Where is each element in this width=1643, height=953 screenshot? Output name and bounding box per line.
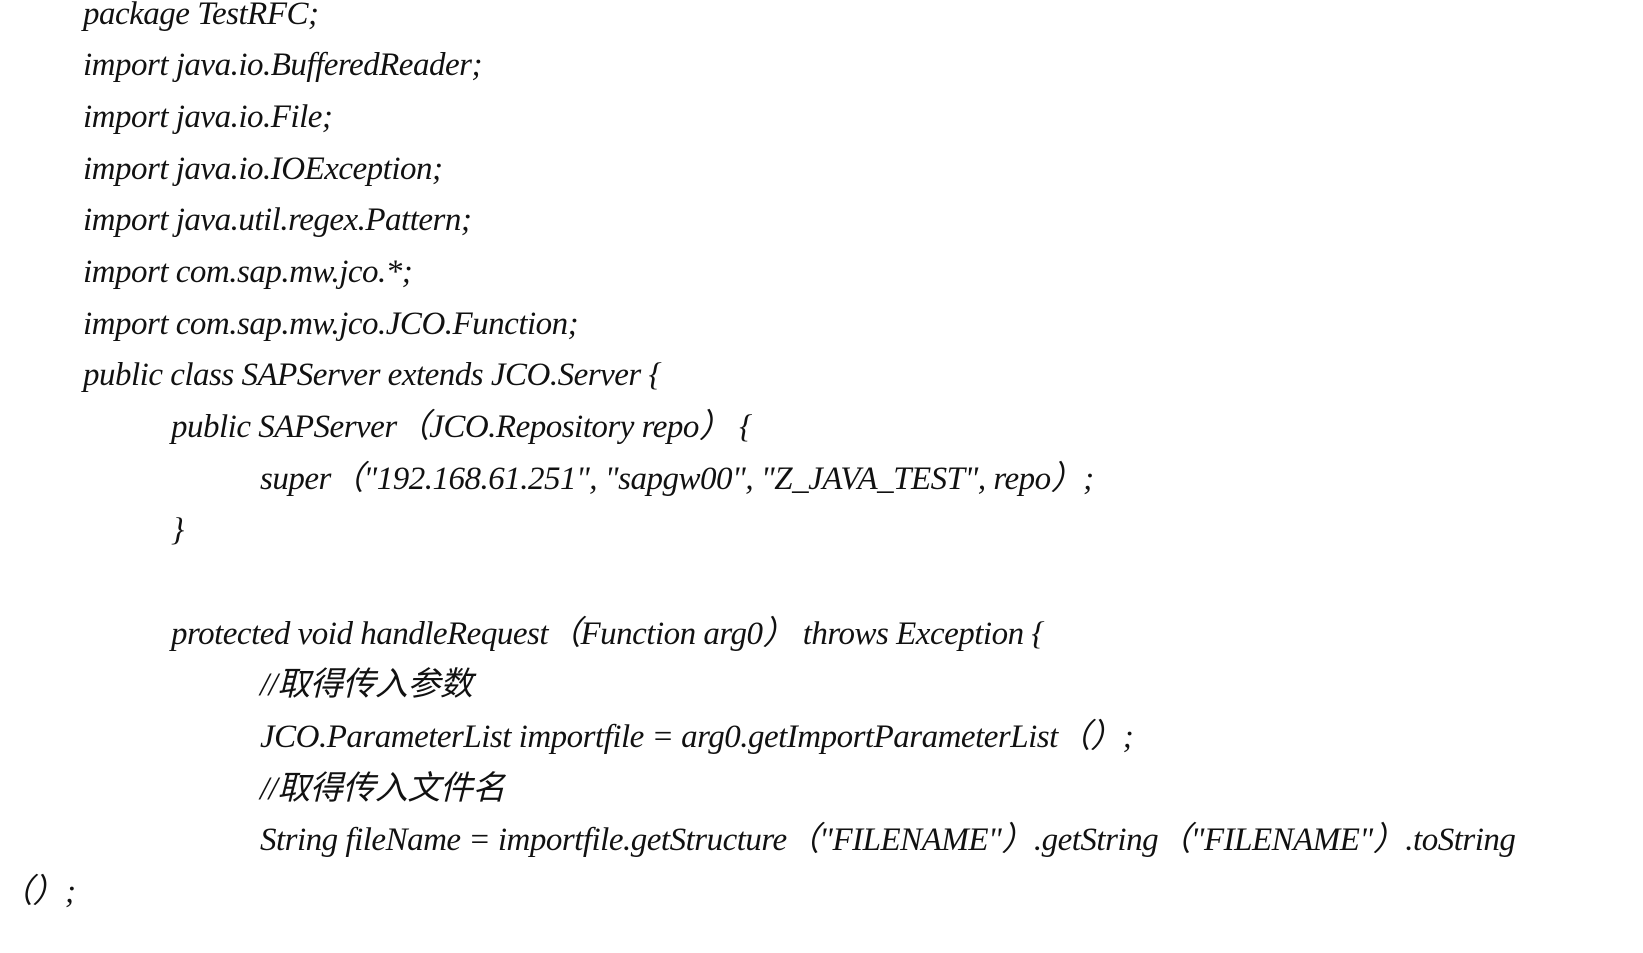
code-line-import-jco: import com.sap.mw.jco.*; bbox=[83, 254, 413, 290]
code-line-import-pattern: import java.util.regex.Pattern; bbox=[83, 202, 472, 238]
code-line-comment-params: //取得传入参数 bbox=[260, 667, 473, 703]
code-line-package: package TestRFC; bbox=[83, 0, 319, 32]
code-line-constructor-close: } bbox=[171, 512, 184, 548]
code-line-constructor: public SAPServer（JCO.Repository repo） { bbox=[171, 409, 752, 445]
code-line-import-file: import java.io.File; bbox=[83, 99, 333, 135]
code-line-filename-assignment: String fileName = importfile.getStructur… bbox=[260, 822, 1516, 858]
code-line-import-ioexception: import java.io.IOException; bbox=[83, 151, 443, 187]
code-line-import-bufferedreader: import java.io.BufferedReader; bbox=[83, 47, 482, 83]
code-line-comment-filename: //取得传入文件名 bbox=[260, 771, 505, 807]
code-line-filename-wrap: （）; bbox=[0, 874, 76, 910]
code-line-import-parameter-list: JCO.ParameterList importfile = arg0.getI… bbox=[260, 719, 1134, 755]
code-line-super-call: super（"192.168.61.251", "sapgw00", "Z_JA… bbox=[260, 461, 1094, 497]
code-line-import-jco-function: import com.sap.mw.jco.JCO.Function; bbox=[83, 306, 579, 342]
code-line-handle-request: protected void handleRequest（Function ar… bbox=[171, 616, 1045, 652]
code-line-class-declaration: public class SAPServer extends JCO.Serve… bbox=[83, 357, 662, 393]
